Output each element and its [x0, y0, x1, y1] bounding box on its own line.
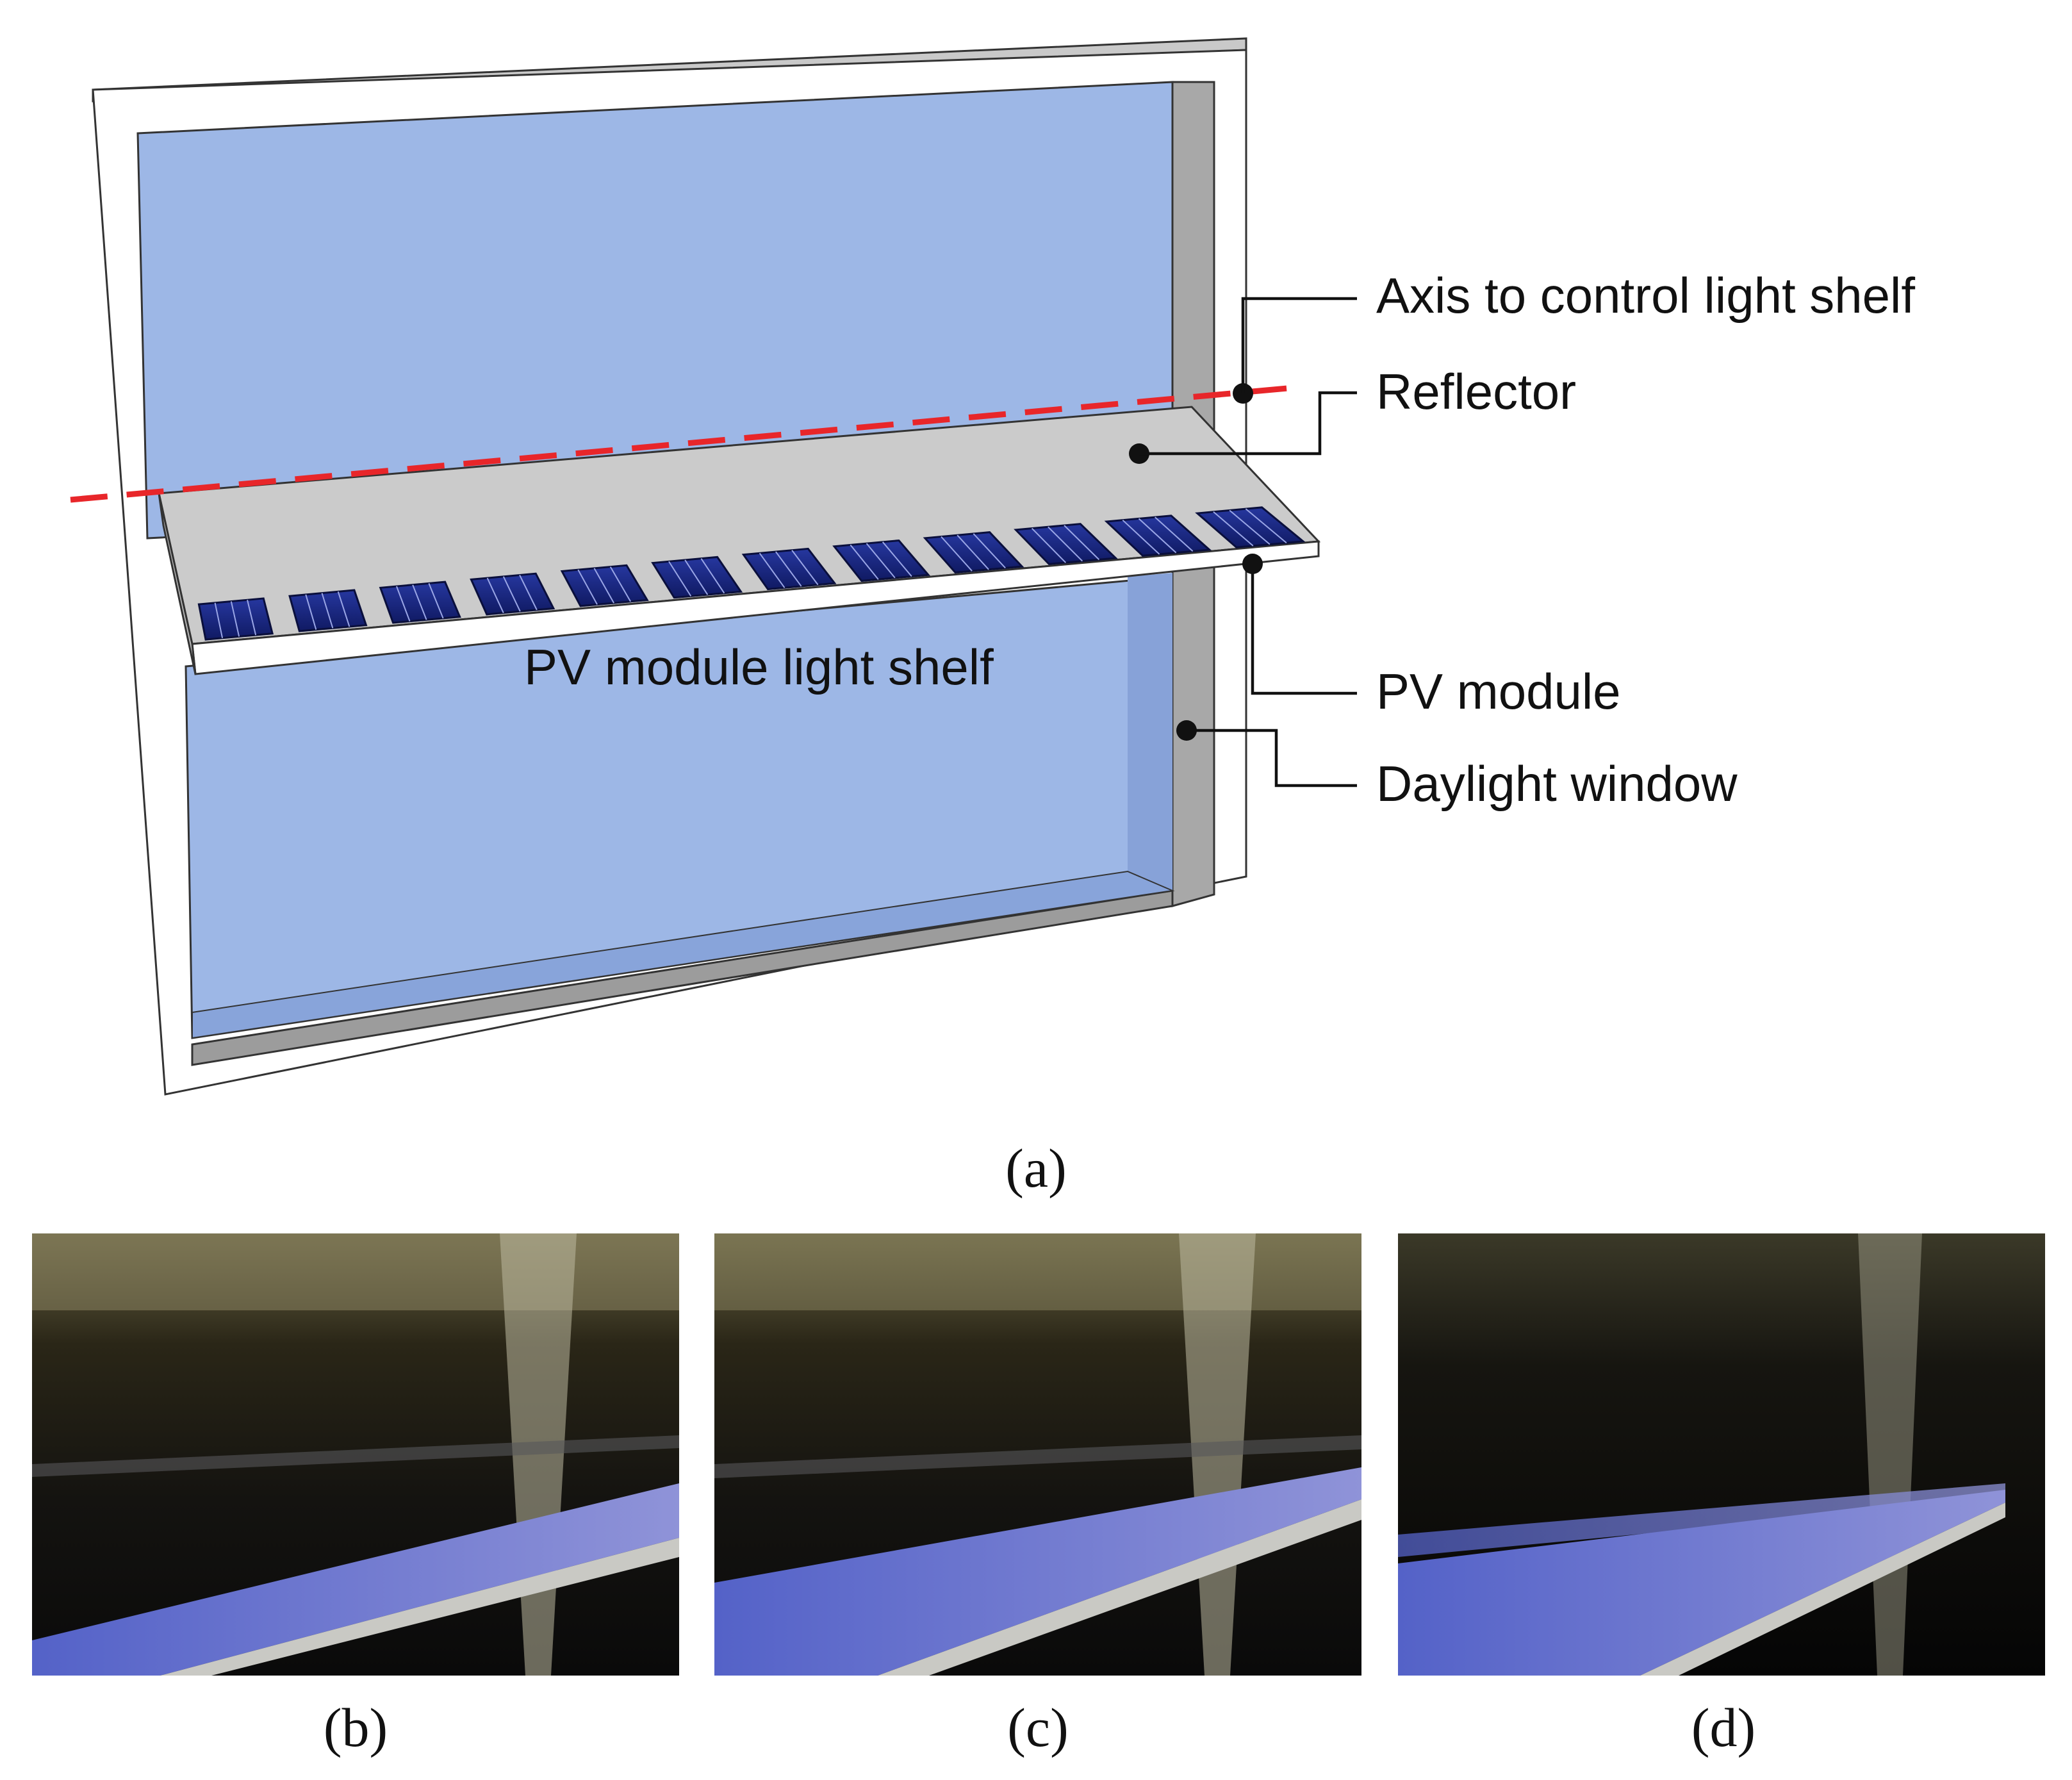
pv-cell-busbar [337, 591, 350, 627]
pv-cell-busbar [305, 594, 317, 630]
glass-reveal-shade [1128, 573, 1172, 897]
pv-module-light-shelf-label: PV module light shelf [524, 639, 994, 695]
pv-cell-busbar [973, 533, 1006, 569]
reflector-left-edge [158, 493, 197, 675]
pv-cell-busbar [1122, 519, 1160, 555]
pv-module-callout-label: PV module [1376, 663, 1621, 720]
pv-cell-busbar [577, 569, 598, 605]
caption-d: (d) [1691, 1697, 1755, 1758]
pv-cell-busbar [759, 552, 785, 588]
pv-cell-busbar [1245, 508, 1287, 543]
daylight-window-callout-label: Daylight window [1376, 755, 1738, 812]
axis-leader-line [1241, 297, 1357, 393]
caption-b: (b) [324, 1697, 388, 1758]
light-shelf-axis-line [70, 384, 1295, 503]
pv-cell-busbar [1031, 527, 1067, 563]
pv-module-leader-line [1251, 564, 1357, 695]
caption-c: (c) [1007, 1697, 1068, 1758]
panel-d-photo [1398, 1233, 2045, 1676]
pv-cell-busbar [1155, 516, 1194, 552]
pv-cell-busbar [396, 586, 411, 622]
pv-cell-busbar [882, 541, 912, 577]
pv-cell-busbar [428, 583, 444, 619]
pv-cell-busbar [775, 551, 802, 587]
pv-cell-busbar [214, 602, 224, 638]
pv-cell-busbar [486, 577, 504, 613]
pv-cell-busbar [1229, 509, 1270, 545]
pv-cell-busbar [700, 558, 725, 594]
pv-cell-busbar [593, 568, 614, 604]
pv-cell-busbar [866, 543, 896, 579]
pv-cell-busbar [502, 576, 521, 612]
pv-cell-busbar [941, 536, 973, 572]
pv-cell-busbar [791, 550, 819, 586]
pv-cell-busbar [1064, 525, 1100, 561]
pv-cell-busbar [1213, 511, 1254, 547]
pv-cell-busbar [684, 559, 709, 595]
callout-leaders [1129, 297, 1357, 787]
reflector-callout-label: Reflector [1376, 363, 1576, 420]
panel-a-diagram: Axis to control light shelf Reflector PV… [70, 37, 1915, 1199]
pv-cell-busbar [321, 593, 334, 629]
pv-cell-busbar [247, 600, 257, 636]
glass-reveal-bottom [192, 870, 1175, 1039]
axis-callout-label: Axis to control light shelf [1376, 267, 1915, 324]
pv-cell-busbar [1048, 526, 1083, 562]
pv-cell-busbar [1138, 518, 1177, 554]
pv-cell-busbar [519, 575, 538, 611]
daylight-window-leader-line [1187, 729, 1357, 787]
caption-a: (a) [1005, 1137, 1066, 1199]
pv-cell-busbar [412, 584, 427, 620]
pv-cell-busbar [668, 561, 692, 597]
pv-cell-busbar [850, 544, 879, 580]
pv-module-cells [197, 506, 1306, 641]
pv-cell-busbar [957, 534, 989, 570]
reflector-leader-line [1139, 391, 1357, 456]
panel-b-photo [32, 1233, 679, 1676]
panel-c-photo [714, 1233, 1361, 1676]
pv-cell-busbar [609, 566, 632, 602]
pv-cell-busbar [230, 601, 240, 637]
frame-bottom-reveal [191, 889, 1174, 1066]
